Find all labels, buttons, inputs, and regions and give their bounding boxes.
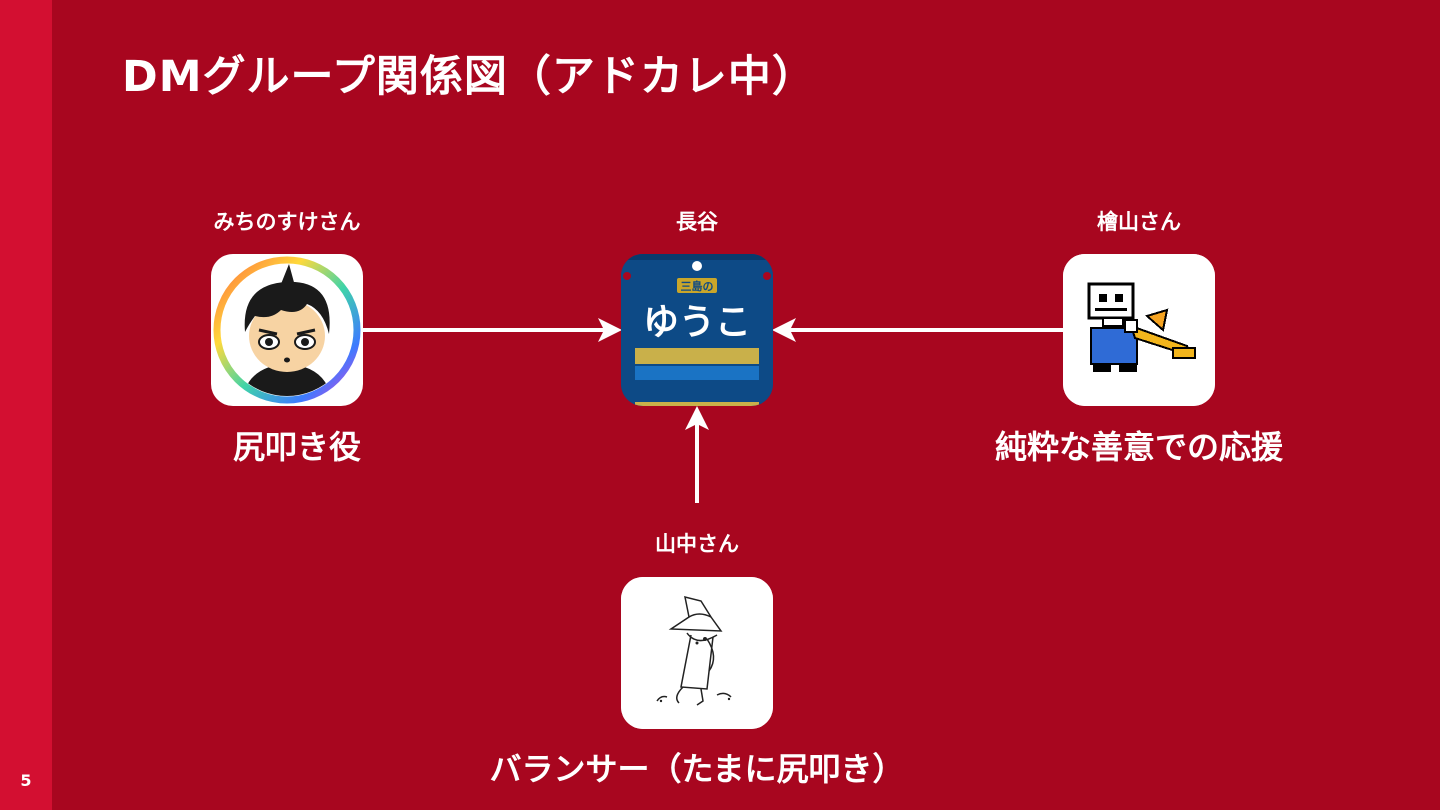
right-avatar — [1063, 254, 1215, 406]
slide-title: DMグループ関係図（アドカレ中） — [122, 52, 816, 102]
left-node-role: 尻叩き役 — [232, 428, 361, 466]
right-node-role: 純粋な善意での応援 — [994, 428, 1283, 466]
page-number: 5 — [20, 771, 32, 790]
arrowhead-left — [598, 318, 622, 342]
center-avatar: 三島の ゆうこ — [621, 254, 773, 406]
slide-sidebar — [0, 0, 52, 810]
right-node-name: 檜山さん — [1097, 210, 1181, 234]
bottom-node-role: バランサー（たまに尻叩き） — [489, 750, 905, 788]
left-avatar — [211, 254, 363, 406]
package-label-top: 三島の — [681, 279, 714, 293]
yuko-furikake-package-icon: 三島の ゆうこ — [621, 254, 773, 406]
package-label-main: ゆうこ — [643, 301, 751, 343]
snufkin-sketch-icon — [621, 577, 773, 729]
left-node-name: みちのすけさん — [213, 210, 361, 234]
center-node-name: 長谷 — [676, 210, 718, 234]
bottom-node-name: 山中さん — [655, 532, 739, 556]
bottom-avatar — [621, 577, 773, 729]
arrowhead-right — [772, 318, 796, 342]
arrowhead-bottom — [685, 406, 709, 430]
cartoon-boy-avatar-icon — [213, 256, 361, 404]
pixel-skeleton-trombone-icon — [1063, 254, 1215, 406]
